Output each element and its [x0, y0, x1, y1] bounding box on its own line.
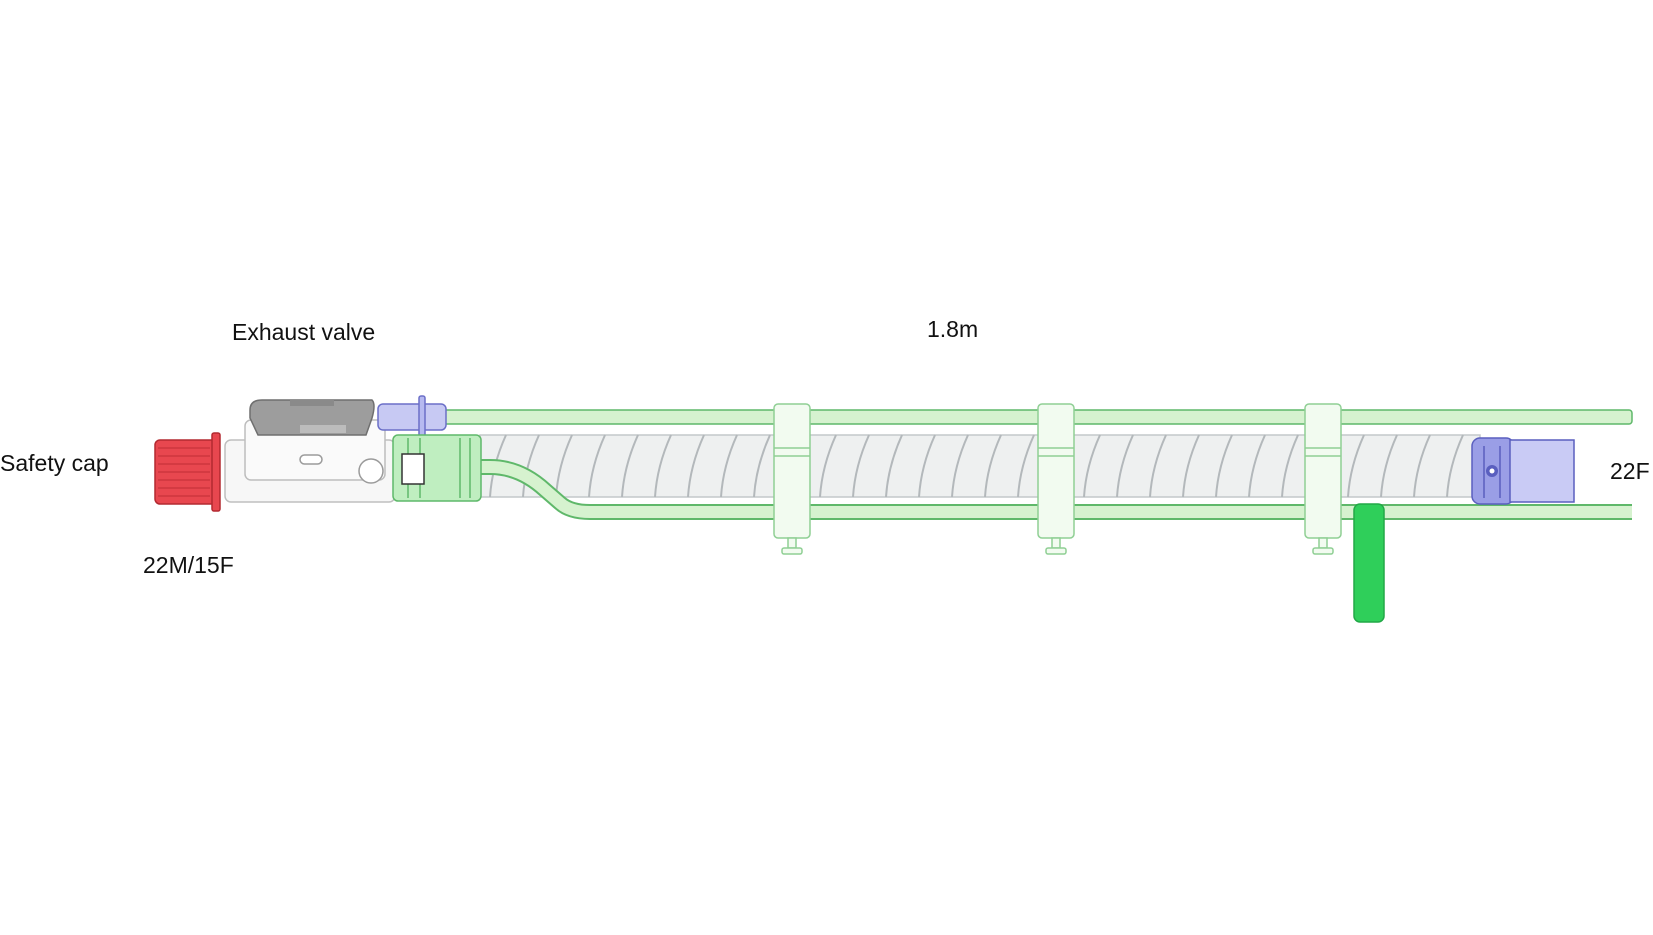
luer-port [377, 395, 447, 439]
spiral-turn [1413, 434, 1431, 498]
clip [1037, 403, 1075, 555]
blue-connector-22f [1471, 437, 1575, 505]
green-connector [392, 434, 482, 502]
spiral-turn [819, 434, 837, 498]
spiral-turn [1215, 434, 1233, 498]
spiral-turn [1446, 434, 1464, 498]
spiral-turn [951, 434, 969, 498]
spiral-turn [1182, 434, 1200, 498]
clip [1304, 403, 1342, 555]
spiral-turn [1281, 434, 1299, 498]
spiral-turn [885, 434, 903, 498]
exhaust-valve [249, 399, 375, 436]
clip [773, 403, 811, 555]
safety-cap [154, 432, 221, 512]
spiral-turn [654, 434, 672, 498]
spiral-turn [1347, 434, 1365, 498]
spiral-turn [588, 434, 606, 498]
connector-left-label: 22M/15F [143, 552, 234, 578]
safety-cap-label: Safety cap [0, 450, 109, 476]
spiral-turn [720, 434, 738, 498]
spiral-turn [753, 434, 771, 498]
spiral-turn [621, 434, 639, 498]
spiral-turn [984, 434, 1002, 498]
sampling-line-bottom [400, 459, 1632, 520]
spiral-turn [918, 434, 936, 498]
spiral-turn [687, 434, 705, 498]
spiral-turn [522, 434, 540, 498]
spiral-turn [1380, 434, 1398, 498]
connector-right-label: 22F [1610, 458, 1650, 484]
green-tag [1353, 503, 1385, 623]
spiral-turn [1017, 434, 1035, 498]
spiral-turn [1248, 434, 1266, 498]
length-label: 1.8m [927, 316, 979, 342]
line-clips [773, 403, 1342, 555]
spiral-turn [1083, 434, 1101, 498]
spiral-turn [1149, 434, 1167, 498]
sampling-line-top [439, 409, 1633, 425]
exhaust-valve-label: Exhaust valve [232, 319, 376, 345]
spiral-turn [1116, 434, 1134, 498]
spiral-turn [852, 434, 870, 498]
